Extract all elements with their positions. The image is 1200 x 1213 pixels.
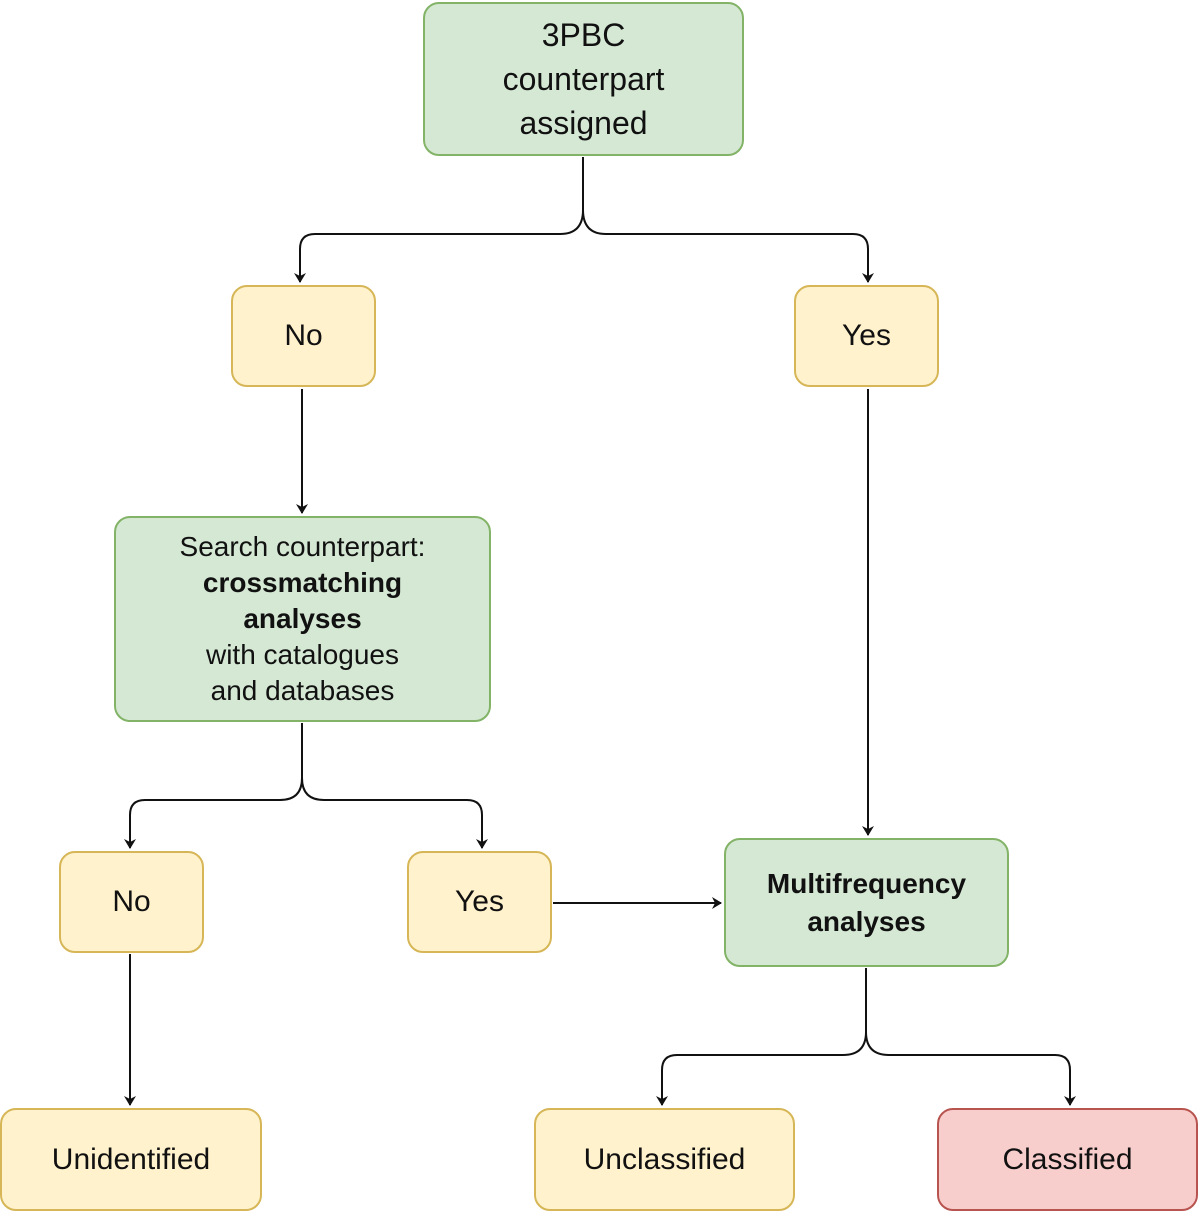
- edge-start-to-yes1: [582, 209, 874, 283]
- node-text-bold: analyses: [243, 603, 362, 634]
- edge-search-to-yes2: [301, 777, 488, 849]
- node-yes-crossmatch: Yes: [407, 851, 552, 953]
- node-unidentified: Unidentified: [0, 1108, 262, 1211]
- node-multifrequency-analyses: Multifrequency analyses: [724, 838, 1009, 967]
- node-text-bold: crossmatching: [202, 567, 403, 598]
- node-classified: Classified: [937, 1108, 1198, 1211]
- node-3pbc-counterpart-assigned: 3PBC counterpart assigned: [423, 2, 744, 156]
- node-label: Yes: [842, 319, 891, 352]
- node-text-line: 3PBC: [541, 17, 626, 53]
- edge-multi-to-classified: [865, 1031, 1076, 1106]
- node-text-bold: Multifrequency: [766, 867, 967, 899]
- node-label: Yes: [455, 885, 504, 918]
- node-text-line: counterpart: [502, 61, 665, 97]
- edge-multi-to-unclassified: [656, 968, 867, 1106]
- node-text-bold: analyses: [807, 905, 926, 937]
- node-label: Unidentified: [51, 1142, 211, 1176]
- node-text-line: and databases: [210, 675, 395, 706]
- edge-start-to-no1: [294, 157, 584, 283]
- node-label: Classified: [1002, 1142, 1133, 1176]
- node-search-counterpart: Search counterpart: crossmatching analys…: [114, 516, 491, 722]
- node-unclassified: Unclassified: [534, 1108, 795, 1211]
- node-label: Unclassified: [583, 1142, 746, 1176]
- node-label: No: [284, 319, 323, 352]
- node-no-counterpart: No: [231, 285, 376, 387]
- node-label: No: [112, 885, 151, 918]
- edge-search-to-no2: [124, 723, 303, 849]
- node-yes-counterpart: Yes: [794, 285, 939, 387]
- node-no-crossmatch: No: [59, 851, 204, 953]
- node-text-line: Search counterpart:: [179, 531, 426, 562]
- node-text-line: assigned: [519, 105, 648, 141]
- node-text-line: with catalogues: [205, 639, 399, 670]
